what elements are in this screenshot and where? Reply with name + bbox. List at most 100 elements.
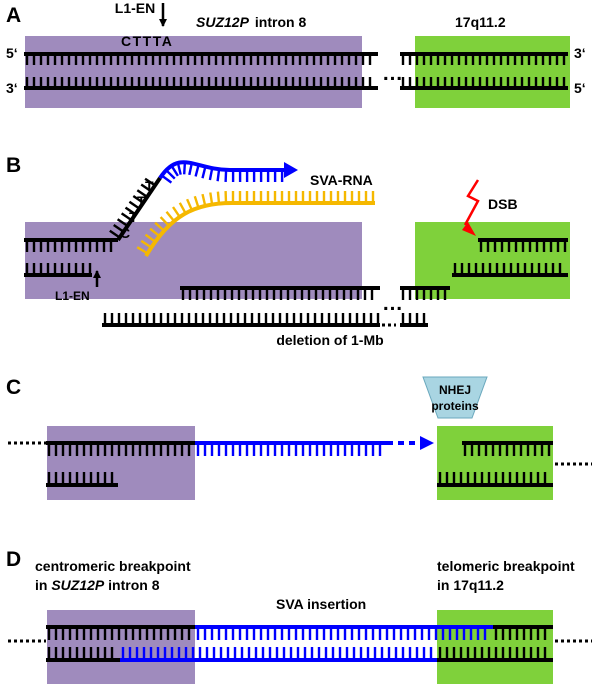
right-stub-lower-bases [401,313,426,325]
centromeric-label-line1: centromeric breakpoint [35,558,191,574]
top-strand-left [24,52,378,65]
flap-strand-b-backbone [116,176,162,242]
motif-t3: T [145,178,154,194]
top-strand-right-d-bases [494,627,547,640]
sva-rna-strand-bases [160,162,284,184]
dsb-label: DSB [488,196,518,212]
gap-dots-b: … [382,292,403,315]
end-5-right: 5‘ [574,80,586,96]
bottom-strand-right-d [437,647,553,662]
flap-strand-b-bases [109,177,156,239]
panel-d-letter: D [6,548,21,571]
locus-label: 17q11.2 [455,14,506,30]
bottom-strand-b-bases [103,313,380,325]
panel-d: D centromeric breakpoint in SUZ12P intro… [6,548,592,684]
top-strand-right-bases [401,54,566,65]
cdna-strand [136,191,375,258]
dna-strands-c [8,436,592,487]
sva-arrowhead-c [420,436,434,450]
sva-top-d [195,625,493,640]
motif-c: C [120,225,130,241]
panel-c: C NHEJ proteins [6,376,592,500]
genomic-strand-c-bases [47,443,191,456]
panel-a-letter: A [6,4,21,27]
panel-c-letter: C [6,376,21,399]
nhej-label-line1: NHEJ [439,383,471,397]
bottom-strand-left-d [46,647,120,662]
gap-dots-a: … [382,62,403,85]
locus-box [437,426,553,500]
middle-strand-b-bases [181,288,374,300]
intron-box [25,36,362,108]
end-5-left: 5‘ [6,45,18,61]
gene-intron-label: SUZ12P intron 8 [196,14,306,30]
dna-strands-b [24,160,568,327]
intron-box [47,610,195,684]
centromeric-label-line2: in SUZ12P intron 8 [35,577,160,593]
sva-rna-arrowhead [284,162,298,178]
upper-strand-left-b [24,238,118,252]
bottom-strand-right-d-bases [438,647,547,660]
upper-strand-left-b-bases [25,240,113,252]
intron-box [47,426,195,500]
sva-strand-c-bases [196,443,382,456]
lower-strand-left-b-bases [25,263,92,275]
cdna-strand-backbone [144,201,375,258]
dsb-end-lower [452,263,568,277]
top-strand-right [400,52,568,65]
sva-top-d-bases [196,627,487,640]
right-stub-upper-bases [401,288,447,300]
bottom-strand-right-bases [401,77,566,88]
flap-strand-b [109,176,162,242]
panel-b-letter: B [6,154,21,177]
end-3-left: 3‘ [6,80,18,96]
gene-name: SUZ12P [196,14,250,30]
end-3-right: 3‘ [574,45,586,61]
bottom-strand-left-d-bases [47,647,114,660]
deletion-label: deletion of 1-Mb [276,332,383,348]
sva-insertion-label: SVA insertion [276,596,366,612]
upper-strand-right-c-bases [463,443,551,456]
lower-strand-right-c [437,472,553,487]
lower-strand-left-c [46,472,118,487]
top-strand-right-d [493,625,553,640]
lower-strand-right-c-bases [438,472,547,485]
sva-strand-c [195,441,387,456]
intron-name: intron 8 [255,14,307,30]
top-strand-left-d [46,625,195,640]
genomic-strand-c [46,441,195,456]
bottom-strand-right [400,77,568,90]
centromeric-suffix: intron 8 [104,577,159,593]
sva-rna-label: SVA-RNA [310,172,373,188]
l1-en-label-b: L1-EN [55,289,90,303]
motif-t1: T [129,209,138,225]
right-stub-upper [400,286,450,300]
top-strand-left-bases [25,54,372,65]
sva-bottom-d-bases [121,647,433,660]
motif-t2: T [137,193,146,209]
upper-strand-right-c [462,441,553,456]
panel-b: B C T T T SVA-RNA DSB L1-EN deletion of … [6,154,570,348]
centromeric-prefix: in [35,577,51,593]
bottom-strand-left-bases [25,77,372,88]
right-stub-lower [400,313,428,327]
nhej-label-line2: proteins [431,399,479,413]
l1-en-label: L1-EN [115,0,155,16]
top-strand-left-d-bases [47,627,191,640]
dna-strands-d [8,625,592,662]
bottom-strand-b [102,313,380,327]
sva-bottom-d [120,647,437,662]
sva-rna-strand [158,160,285,184]
locus-box [415,36,570,108]
nhej-proteins-shape [422,376,488,419]
middle-strand-b [180,286,380,300]
lower-strand-left-c-bases [47,472,114,485]
cdna-strand-bases [136,191,375,255]
centromeric-gene: SUZ12P [51,577,105,593]
bottom-strand-left [24,77,378,90]
telomeric-label-line2: in 17q11.2 [437,577,504,593]
dsb-end-upper [478,238,568,252]
